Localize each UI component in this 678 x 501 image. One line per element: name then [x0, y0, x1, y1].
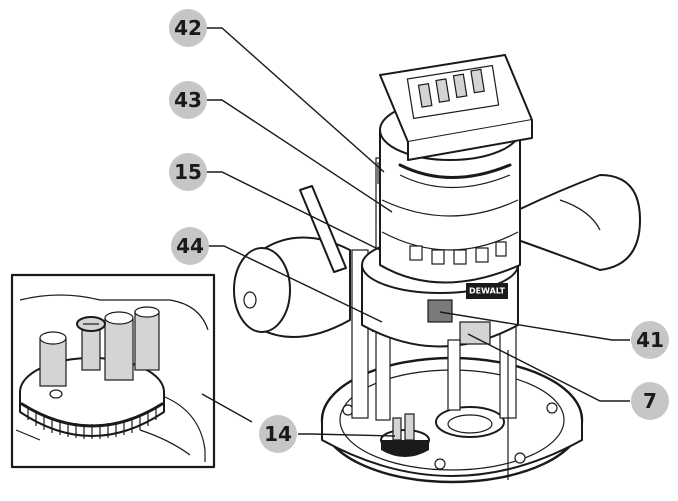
depth-turret — [380, 413, 430, 457]
leader-15 — [206, 171, 381, 251]
callout-7: 7 — [631, 382, 669, 420]
leader-42 — [206, 27, 385, 173]
callout-43: 43 — [169, 81, 207, 119]
callout-42-label: 42 — [174, 16, 202, 40]
callout-41: 41 — [631, 321, 669, 359]
brand-label: DEWALT — [469, 287, 506, 296]
router-illustration: DEWALT — [233, 54, 641, 484]
leader-14 — [298, 433, 396, 437]
callout-43-label: 43 — [174, 88, 202, 112]
leader-inset — [201, 393, 253, 423]
callout-44-label: 44 — [176, 234, 204, 258]
callout-7-label: 7 — [643, 389, 657, 413]
leader-44 — [208, 245, 383, 323]
callout-15: 15 — [169, 153, 207, 191]
callout-44: 44 — [171, 227, 209, 265]
leader-43 — [206, 99, 393, 213]
callout-41-label: 41 — [636, 328, 664, 352]
callout-14-label: 14 — [264, 422, 292, 446]
leader-lines — [201, 27, 630, 437]
callout-42: 42 — [169, 9, 207, 47]
leader-7 — [467, 333, 630, 402]
leader-41 — [439, 311, 630, 341]
callout-15-label: 15 — [174, 160, 202, 184]
callout-14: 14 — [259, 415, 297, 453]
inset-detail-depth-turret — [10, 273, 216, 469]
